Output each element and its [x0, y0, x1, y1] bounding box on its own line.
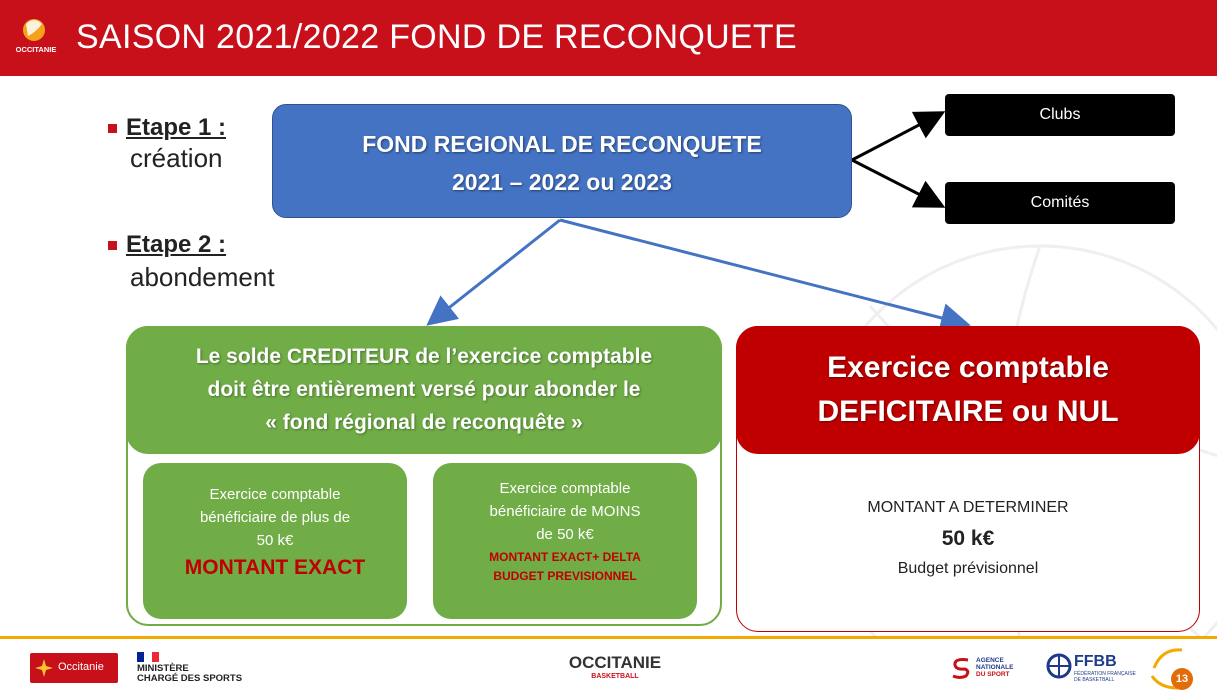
ans-line1: AGENCE	[976, 657, 1004, 664]
ffbb-ball-icon	[1046, 653, 1072, 679]
arrow-to-clubs	[851, 111, 946, 162]
creditor-panel-header: Le solde CREDITEUR de l’exercice comptab…	[126, 326, 722, 454]
region-logo-text: Occitanie	[58, 661, 104, 673]
ans-line3: DU SPORT	[976, 671, 1010, 678]
center-logo-main: OCCITANIE	[568, 653, 662, 672]
french-flag-icon	[137, 652, 159, 662]
ans-line2: NATIONALE	[976, 664, 1014, 671]
footer-divider	[0, 636, 1217, 639]
main-box-line1: FOND REGIONAL DE RECONQUETE	[362, 131, 762, 157]
ans-logo: AGENCE NATIONALE DU SPORT	[976, 657, 1013, 678]
arrow-to-left-panel	[426, 218, 561, 326]
clubs-box: Clubs	[945, 94, 1175, 136]
ministry-line1: MINISTÈRE	[137, 663, 189, 674]
step1-label: Etape 1 :	[126, 114, 227, 141]
ffbb-sub2: DE BASKETBALL	[1074, 677, 1115, 683]
step2-label: Etape 2 :	[126, 231, 227, 258]
creditor-header-line3: « fond régional de reconquête »	[265, 411, 583, 434]
deficit-panel-body: MONTANT A DETERMINER 50 k€ Budget prévis…	[736, 496, 1200, 580]
header-bar	[0, 0, 1217, 76]
creditor-header-line1: Le solde CREDITEUR de l’exercice comptab…	[195, 345, 653, 368]
arrow-to-comites	[851, 158, 946, 208]
step2-subtitle: abondement	[130, 262, 275, 292]
less-than-50k-box: Exercice comptable bénéficiaire de MOINS…	[433, 463, 697, 619]
deficit-header-line1: Exercice comptable	[827, 351, 1109, 384]
occitan-cross-icon	[35, 659, 53, 677]
occitanie-basketball-footer-logo: OCCITANIE BASKETBALL	[560, 654, 670, 681]
amount-label: MONTANT A DETERMINER	[867, 499, 1069, 516]
step1-subtitle: création	[130, 143, 223, 173]
ffbb-sub1: FÉDÉRATION FRANÇAISE	[1074, 671, 1136, 677]
more-than-50k-box: Exercice comptable bénéficiaire de plus …	[143, 463, 407, 619]
less-box-line3: de 50 k€	[536, 526, 594, 543]
deficit-panel-header: Exercice comptable DEFICITAIRE ou NUL	[736, 326, 1200, 454]
deficit-header-line2: DEFICITAIRE ou NUL	[817, 395, 1119, 428]
logo-text: OCCITANIE	[16, 45, 57, 54]
main-box-line2: 2021 – 2022 ou 2023	[452, 169, 672, 195]
main-fund-box: FOND REGIONAL DE RECONQUETE 2021 – 2022 …	[272, 104, 852, 218]
more-box-line3: 50 k€	[256, 532, 294, 549]
less-box-line2: bénéficiaire de MOINS	[489, 503, 641, 520]
less-box-line1: Exercice comptable	[499, 480, 631, 497]
ffbb-subtitle: FÉDÉRATION FRANÇAISE DE BASKETBALL	[1074, 671, 1136, 683]
page-title: SAISON 2021/2022 FOND DE RECONQUETE	[76, 18, 797, 56]
creditor-header-line2: doit être entièrement versé pour abonder…	[207, 378, 641, 401]
footer-bar	[0, 639, 1217, 693]
page-number: 13	[1171, 668, 1193, 690]
amount-note: Budget prévisionnel	[897, 560, 1039, 577]
step1-bullet	[108, 124, 117, 133]
arrow-to-right-panel	[559, 218, 971, 333]
occitanie-basketball-logo: OCCITANIE	[16, 19, 57, 54]
center-logo-sub: BASKETBALL	[591, 673, 639, 680]
ministry-line2: CHARGÉ DES SPORTS	[137, 673, 243, 684]
amount-value: 50 k€	[941, 527, 995, 550]
more-box-emphasis: MONTANT EXACT	[184, 556, 366, 579]
more-box-line1: Exercice comptable	[209, 486, 341, 503]
more-box-line2: bénéficiaire de plus de	[199, 509, 351, 526]
region-occitanie-logo: Occitanie	[30, 653, 118, 683]
less-box-emphasis2: BUDGET PREVISIONNEL	[493, 569, 637, 583]
ans-logo-icon	[952, 658, 970, 679]
comites-box: Comités	[945, 182, 1175, 224]
less-box-emphasis1: MONTANT EXACT+ DELTA	[489, 550, 641, 564]
step2-bullet	[108, 241, 117, 250]
ministry-logo: MINISTÈRE CHARGÉ DES SPORTS	[137, 664, 242, 684]
ffbb-text: FFBB	[1074, 653, 1117, 670]
